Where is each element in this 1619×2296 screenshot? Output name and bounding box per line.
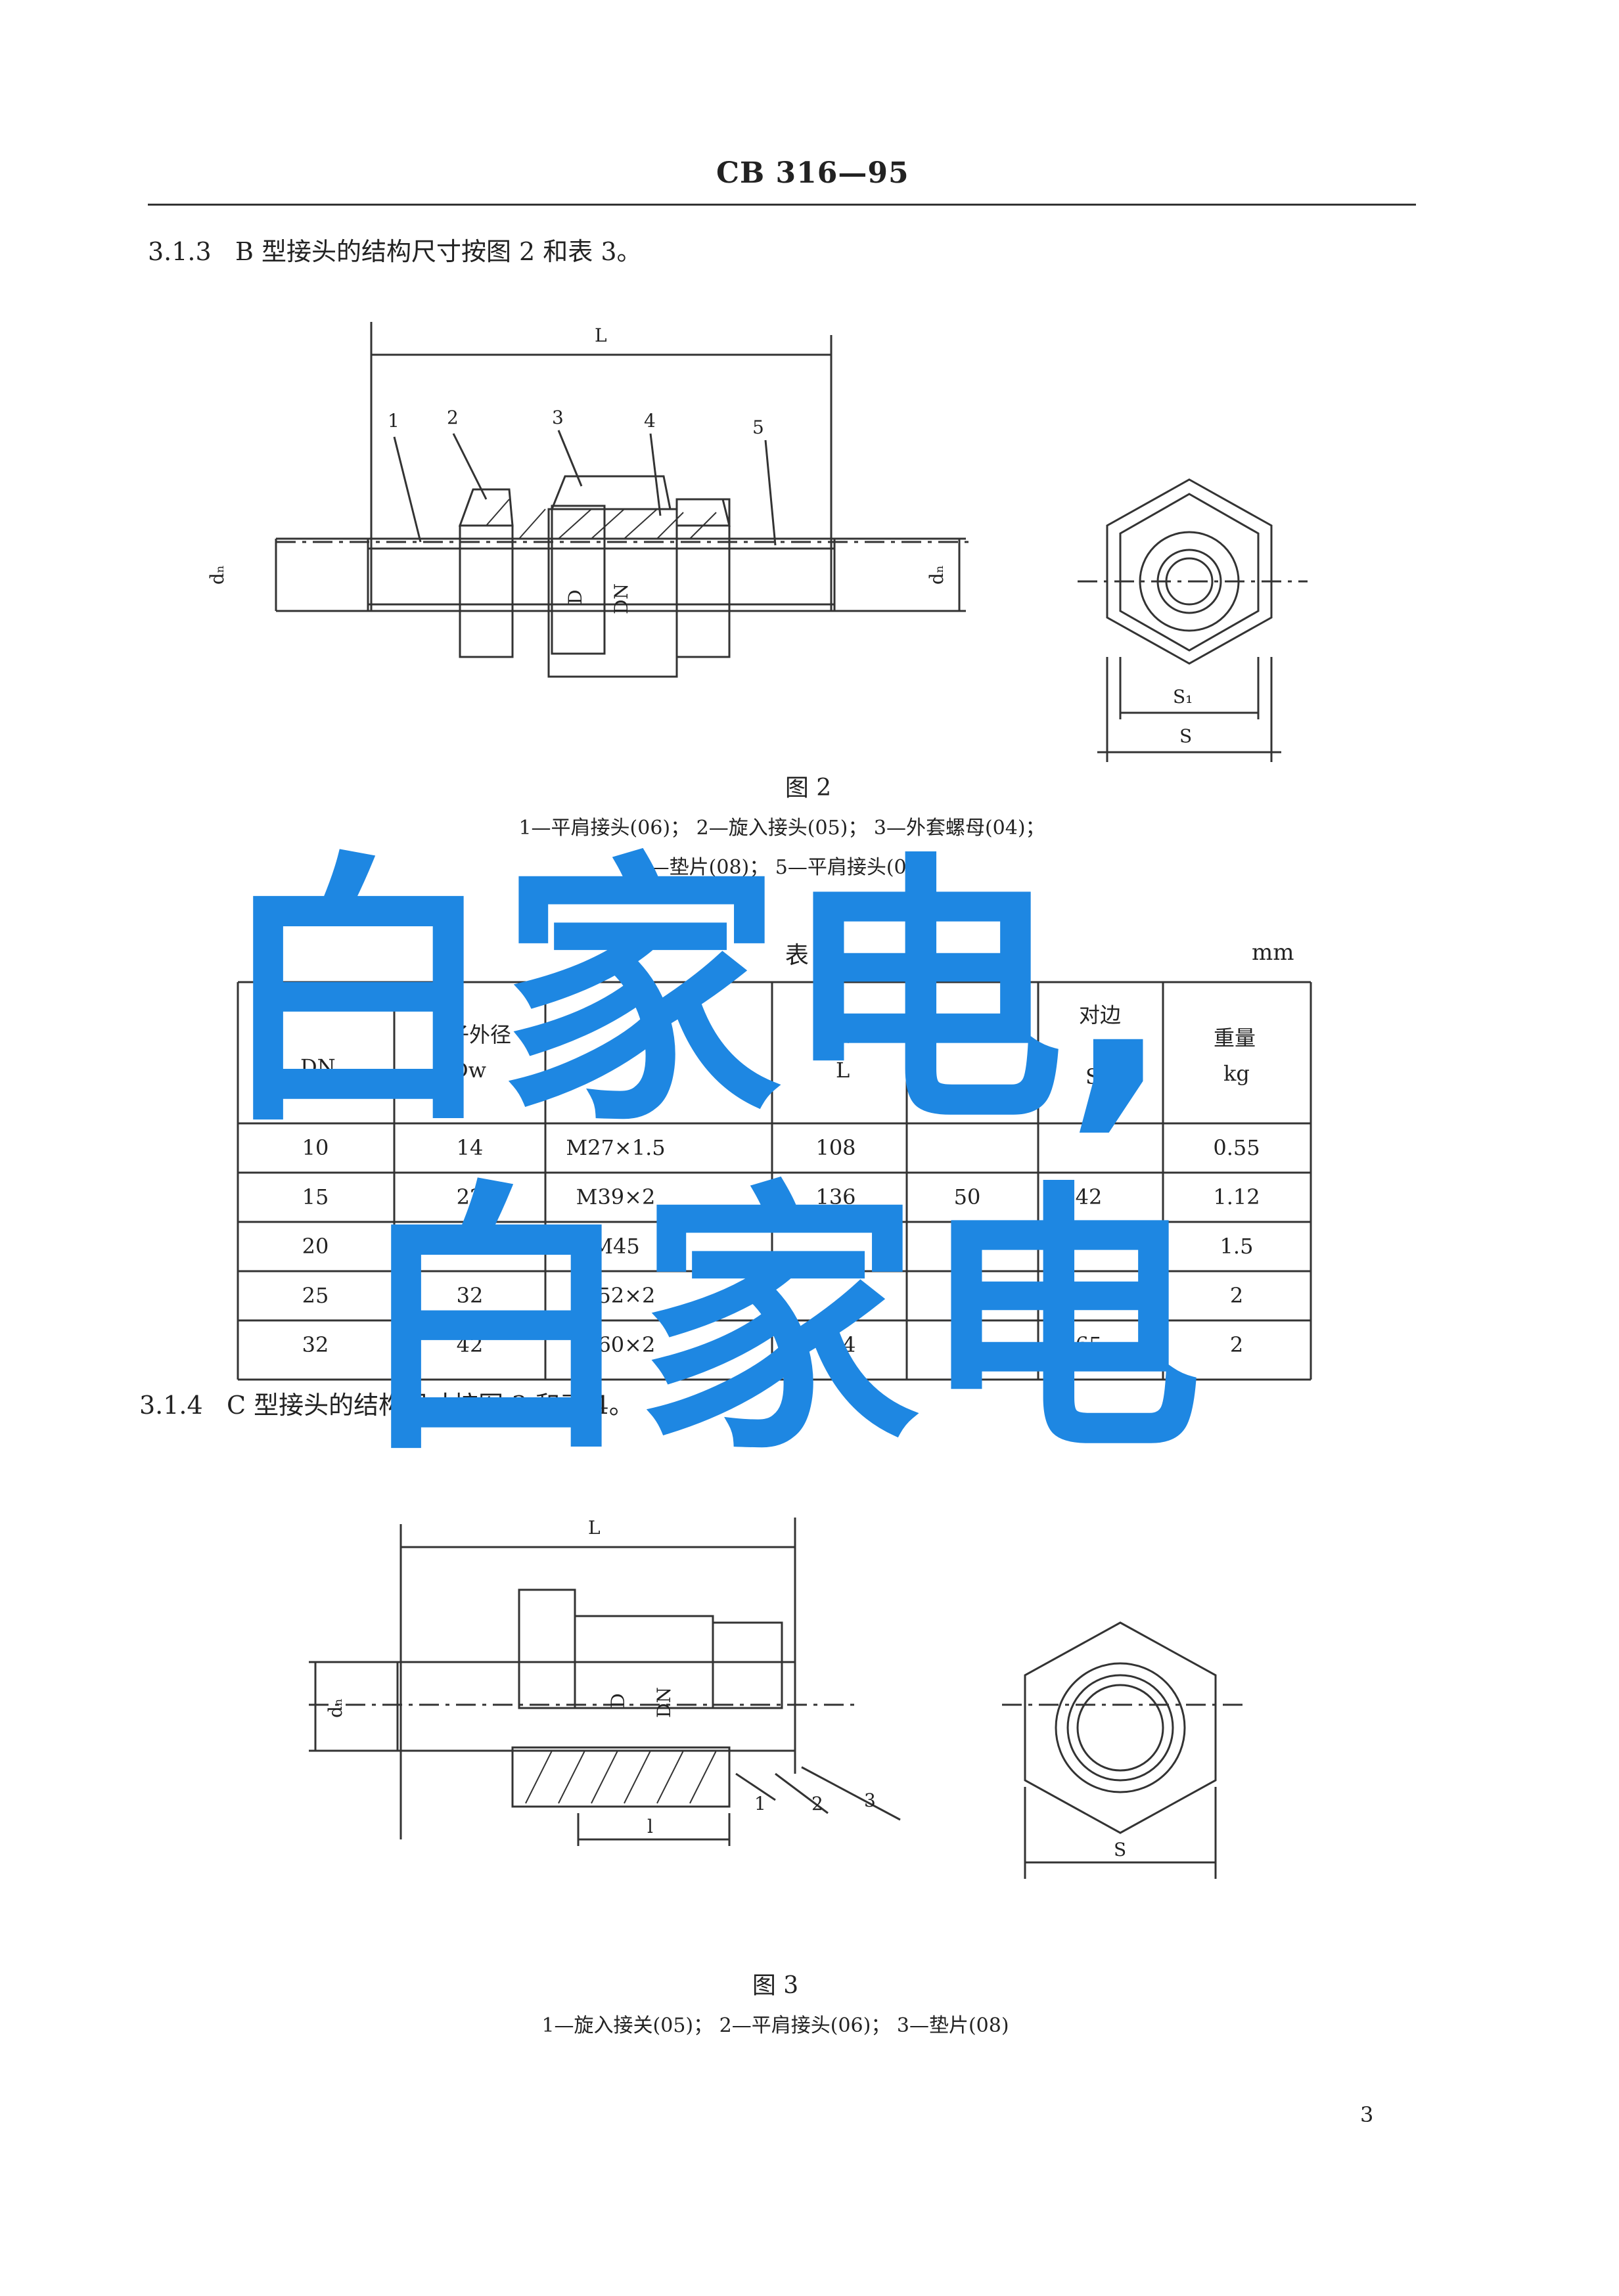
- table-cell: 2: [1229, 1332, 1244, 1357]
- table-cell: 0.55: [1213, 1135, 1260, 1160]
- fig2-part-2: 2: [447, 407, 459, 428]
- header-dw-symbol: Dw: [451, 1058, 487, 1083]
- fig3-label-DN: DN: [653, 1687, 675, 1718]
- table-cell: 25: [302, 1283, 329, 1308]
- fig2-label-D: D: [564, 590, 586, 604]
- header-length-symbol: L: [836, 1058, 850, 1083]
- table-cell: 108: [815, 1135, 856, 1160]
- header-length-partial: 长: [829, 1022, 851, 1047]
- table-cell: M39×2: [576, 1184, 656, 1209]
- section-number: 3.1.4: [139, 1391, 203, 1420]
- fig3-label-l: l: [647, 1816, 653, 1837]
- table-cell: 14: [456, 1135, 484, 1160]
- table-cell: 28: [456, 1234, 484, 1259]
- figure-3-caption: 图 3: [752, 1972, 799, 1999]
- fig3-label-L: L: [588, 1517, 601, 1539]
- section-text: B 型接头的结构尺寸按图 2 和表 3。: [235, 237, 642, 266]
- table-cell: 56: [953, 1234, 981, 1259]
- fig2-part-4: 4: [644, 410, 656, 432]
- fig3-part-3: 3: [864, 1790, 876, 1811]
- fig3-part-2: 2: [811, 1793, 823, 1814]
- fig2-part-5: 5: [752, 416, 764, 438]
- table-3-header: DN 子外径 Dw 长 L 对边 S1 重量 kg: [238, 982, 1311, 1123]
- fig3-label-D: D: [607, 1694, 629, 1708]
- header-s1: S1: [1085, 1064, 1114, 1089]
- table-cell: 22: [456, 1184, 484, 1209]
- table-cell: 65: [1075, 1332, 1103, 1357]
- fig2-label-S: S: [1179, 725, 1192, 747]
- section-text: C 型接头的结构尺寸按图 3 和表 4。: [226, 1391, 634, 1420]
- figure-3-legend-line-1: 1—旋入接关(05)； 2—平肩接头(06)； 3—垫片(08): [541, 2014, 1009, 2037]
- fig2-part-1: 1: [388, 410, 399, 432]
- fig3-label-dw: dₙ: [325, 1698, 346, 1718]
- header-flat-partial: 对边: [1079, 1002, 1122, 1027]
- watermark-line-1: 白家电,: [217, 831, 1172, 1159]
- fig2-part-3: 3: [552, 407, 564, 428]
- standard-number: CB 316—95: [716, 156, 909, 190]
- header-dw-partial: 子外径: [448, 1022, 512, 1047]
- header-weight-unit: kg: [1223, 1061, 1250, 1086]
- table-3-unit: mm: [1252, 939, 1294, 966]
- table-cell: 50: [953, 1184, 981, 1209]
- table-cell: 42: [456, 1332, 484, 1357]
- table-cell: 1.5: [1220, 1234, 1254, 1259]
- table-cell: 32: [302, 1332, 329, 1357]
- table-cell: M27×1.5: [566, 1135, 666, 1160]
- table-cell: 75: [953, 1332, 981, 1357]
- table-cell: 65: [953, 1283, 981, 1308]
- watermark-line-2: 白家电: [355, 1159, 1202, 1488]
- figure-2-caption: 图 2: [785, 775, 832, 801]
- table-cell: 2: [1229, 1283, 1244, 1308]
- table-cell: 42: [1075, 1184, 1103, 1209]
- table-cell: M52×2: [576, 1283, 656, 1308]
- table-3-title: 表 3: [785, 942, 832, 969]
- table-cell: 15: [302, 1184, 329, 1209]
- fig2-label-dw-right: dₙ: [926, 565, 947, 585]
- fig2-label-DN: DN: [610, 583, 632, 614]
- header-dn: DN: [300, 1054, 336, 1079]
- section-number: 3.1.3: [148, 237, 212, 266]
- table-cell: 20: [302, 1234, 329, 1259]
- figure-2-legend-line-1: 1—平肩接头(06)； 2—旋入接头(05)； 3—外套螺母(04)；: [518, 817, 1045, 840]
- table-cell: M60×2: [576, 1332, 656, 1357]
- table-cell: M45: [591, 1234, 640, 1259]
- section-3-1-3: 3.1.3 B 型接头的结构尺寸按图 2 和表 3。: [148, 231, 642, 267]
- table-cell: 32: [456, 1283, 484, 1308]
- table-cell: 174: [815, 1332, 856, 1357]
- fig3-part-1: 1: [754, 1793, 766, 1814]
- table-cell: 56: [1075, 1283, 1103, 1308]
- figure-2-legend-line-2: 4—垫片(08)； 5—平肩接头(07): [637, 856, 927, 879]
- table-cell: 10: [302, 1135, 329, 1160]
- section-3-1-4: 3.1.4 C 型接头的结构尺寸按图 3 和表 4。: [139, 1385, 634, 1421]
- table-cell: 136: [815, 1184, 856, 1209]
- header-weight: 重量: [1214, 1025, 1256, 1050]
- fig2-label-dw-left: dₙ: [206, 565, 228, 585]
- fig2-label-S1: S₁: [1173, 686, 1193, 708]
- fig3-label-S: S: [1114, 1839, 1126, 1860]
- fig2-label-L: L: [595, 325, 607, 346]
- header-rule: [148, 204, 1416, 206]
- page-number: 3: [1360, 2102, 1374, 2127]
- table-cell: 1.12: [1213, 1184, 1260, 1209]
